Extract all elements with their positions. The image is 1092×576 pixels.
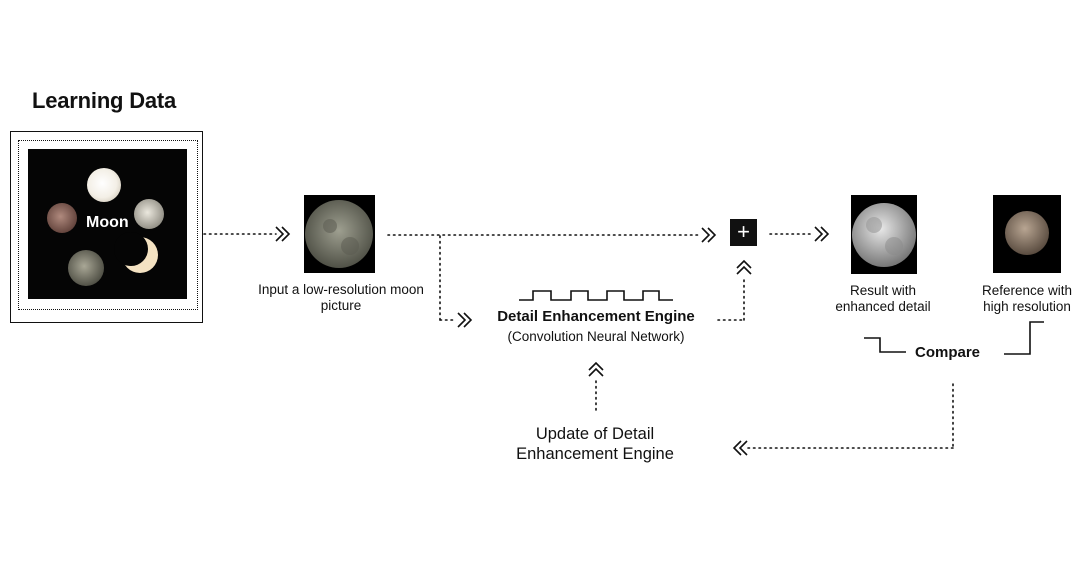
result-label: Result with enhanced detail xyxy=(835,283,931,314)
chevron-double-up-icon xyxy=(736,259,752,275)
square-wave-icon xyxy=(519,290,673,301)
learning-data-heading: Learning Data xyxy=(32,88,177,113)
learning-data-frame xyxy=(10,131,203,323)
gray-moon-image xyxy=(134,199,164,229)
chevron-double-right-icon xyxy=(275,226,291,242)
result-moon-photo xyxy=(852,203,916,267)
input-label: Input a low-resolution moon picture xyxy=(258,282,424,313)
plus-icon: + xyxy=(730,219,757,246)
reference-moon-photo xyxy=(1005,211,1049,255)
compare-label: Compare xyxy=(915,344,981,361)
compare-bracket-left xyxy=(864,337,906,353)
learning-data-dotted-border xyxy=(18,140,198,310)
olive-moon-image xyxy=(68,250,104,286)
chevron-double-right-icon xyxy=(701,227,717,243)
crescent-moon-image xyxy=(114,232,158,273)
update-label: Update of Detail Enhancement Engine xyxy=(516,425,674,463)
full-moon-image xyxy=(87,168,121,202)
chevron-double-right-icon xyxy=(814,226,830,242)
red-moon-image xyxy=(47,203,77,233)
compare-bracket-right xyxy=(1004,321,1044,355)
engine-subtitle: (Convolution Neural Network) xyxy=(507,329,685,344)
chevron-double-right-icon xyxy=(457,312,473,328)
input-moon-photo xyxy=(305,200,373,268)
moon-label: Moon xyxy=(86,214,129,231)
chevron-double-left-icon xyxy=(732,440,748,456)
reference-label: Reference with high resolution xyxy=(981,283,1073,314)
engine-title: Detail Enhancement Engine xyxy=(497,308,695,325)
chevron-double-up-icon xyxy=(588,361,604,377)
